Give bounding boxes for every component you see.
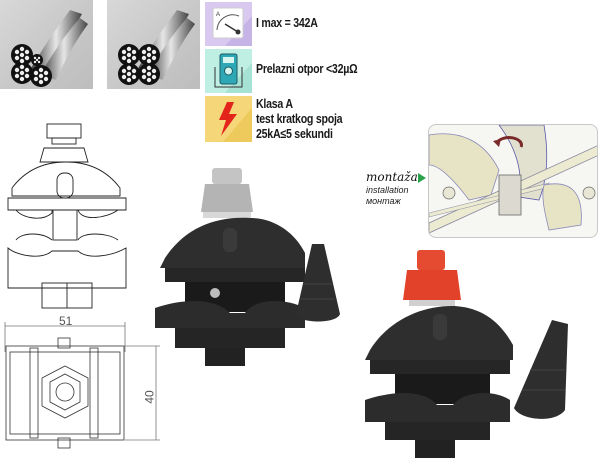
ammeter-icon: A bbox=[205, 2, 252, 46]
spec-imax-text: I max = 342A bbox=[256, 16, 318, 30]
spec-class-text: Klasa A test kratkog spoja 25kA≤5 sekund… bbox=[256, 97, 343, 141]
dimension-height-label: 40 bbox=[142, 390, 157, 404]
installation-label-en: installation bbox=[366, 185, 409, 195]
connector-silver-bolt bbox=[155, 168, 315, 368]
lightning-bolt-icon bbox=[205, 96, 252, 142]
arrow-right-icon bbox=[418, 173, 426, 183]
installation-title: montaža bbox=[366, 170, 418, 184]
dimension-width-label: 51 bbox=[59, 314, 73, 328]
technical-drawing-top bbox=[0, 318, 170, 466]
technical-drawing-side bbox=[2, 118, 132, 310]
cable-bundle-3plus1-icon bbox=[0, 0, 93, 89]
svg-text:A: A bbox=[216, 12, 220, 18]
installation-illustration bbox=[428, 124, 598, 238]
connector-red-bolt bbox=[365, 250, 520, 460]
installation-label-cyr: монтаж bbox=[366, 196, 401, 206]
cable-bundle-4-icon bbox=[107, 0, 200, 89]
protective-cap-2 bbox=[510, 320, 580, 430]
multimeter-icon bbox=[205, 49, 252, 93]
spec-resistance-text: Prelazni otpor <32µΩ bbox=[256, 62, 358, 76]
protective-cap-1 bbox=[292, 244, 344, 326]
